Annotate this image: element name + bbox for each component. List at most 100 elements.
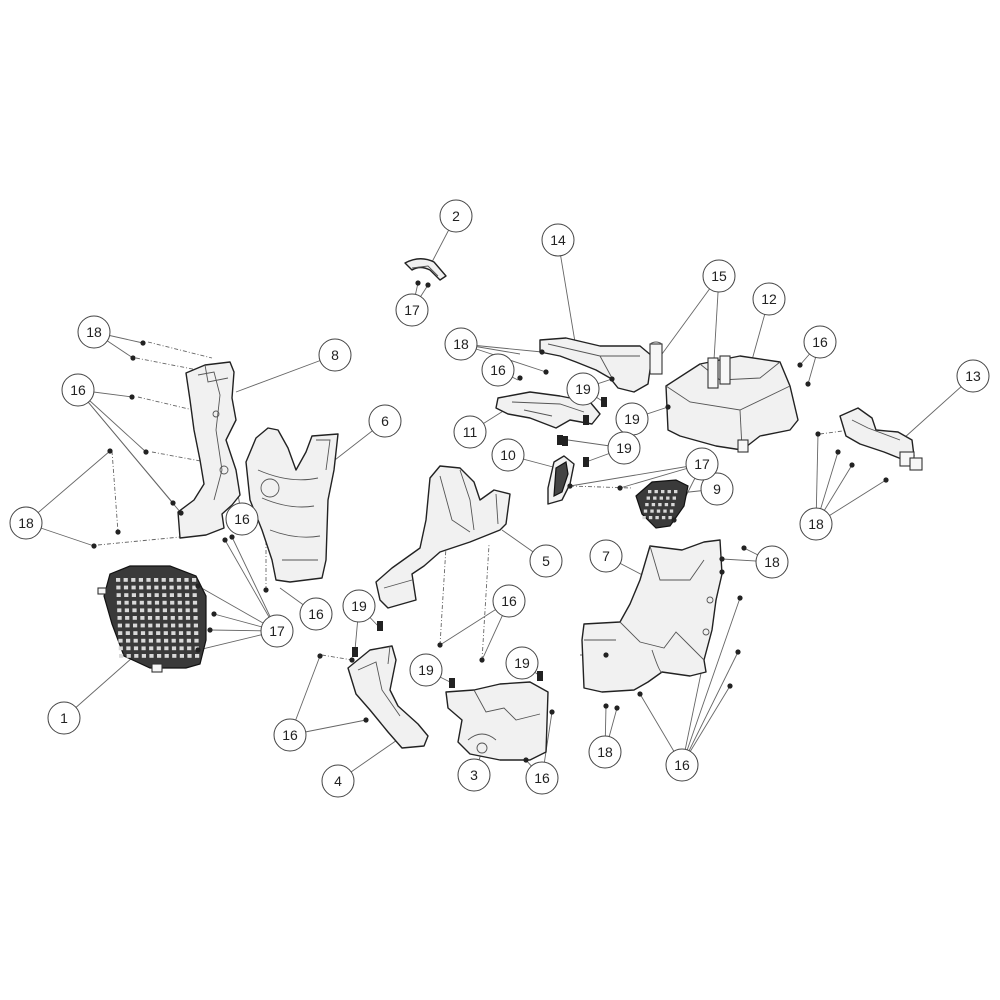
callout-label: 12 [761,291,777,307]
callout-label: 16 [812,334,828,350]
callout-label: 19 [514,655,530,671]
grille-slot [185,593,190,597]
grille-slot [192,593,197,597]
grille-slot [154,585,159,590]
callout-label: 9 [713,481,721,497]
grille-slot [186,631,191,635]
grille-slot [133,638,138,643]
callout-19: 19 [615,402,649,436]
callout-16: 16 [492,584,526,618]
grille-slot [139,600,144,605]
part-12-storage-box [665,355,799,453]
grille-slot [118,638,123,643]
grille-slot [132,600,137,605]
screw-icon [671,517,677,523]
screw-icon [609,376,615,382]
grille-slot [162,608,167,613]
callout-19: 19 [607,431,641,465]
screw-icon [883,477,889,483]
grille-slot [155,623,160,628]
screw-icon [363,717,369,723]
grille-slot [643,509,648,513]
part-1-grille [97,565,207,673]
callout-1: 1 [47,701,81,735]
grille-slot [193,608,198,613]
screw-icon [115,529,121,535]
grille-slot [149,646,154,651]
grille-slot [172,654,177,658]
screw-icon [737,595,743,601]
grille-slot [149,654,154,658]
grille-slot [170,600,175,605]
grille-slot [124,608,129,613]
grille-slot [163,623,168,628]
grille-slot [195,654,200,658]
grille-slot [123,585,129,590]
callout-label: 16 [490,362,506,378]
callout-16: 16 [225,502,259,536]
screw-icon [614,705,620,711]
grille-slot [117,623,122,628]
grille-slot [664,503,669,507]
callout-label: 11 [463,424,478,440]
screw-icon [665,404,671,410]
callout-label: 19 [351,598,367,614]
grille-slot [140,616,145,620]
grille-slot [179,646,184,651]
grille-slot [140,608,145,613]
screw-icon [207,627,213,633]
callout-label: 19 [624,411,640,427]
callout-label: 14 [550,232,566,248]
callout-label: 5 [542,553,550,569]
grille-slot [184,578,189,582]
grille-slot [163,631,168,635]
grille-slot [656,509,661,513]
callout-9: 9 [700,472,734,506]
grille-slot [661,516,666,520]
callout-label: 16 [282,727,298,743]
grille-slot [655,516,659,520]
screw-icon [567,483,573,489]
grille-slot [125,623,130,628]
callout-label: 17 [694,456,710,472]
callout-label: 18 [18,515,34,531]
grille-slot [131,593,136,597]
screw-icon [603,652,609,658]
callout-11: 11 [453,415,487,449]
clip-icon [352,647,358,657]
part-9-small-grille [635,479,689,529]
callout-label: 7 [602,548,610,564]
grille-slot [146,585,151,590]
grille-slot [147,608,152,613]
callout-label: 18 [764,554,780,570]
screw-icon [539,349,545,355]
grille-slot [177,600,182,605]
grille-slot [653,496,657,500]
callout-label: 10 [500,447,516,463]
screw-icon [617,485,623,491]
screw-icon [317,653,323,659]
callout-label: 19 [418,662,434,678]
grille-slot [164,646,169,651]
callout-10: 10 [491,438,525,472]
grille-slot [177,585,182,590]
grille-slot [178,608,183,613]
screw-icon [805,381,811,387]
grille-slot [118,646,123,651]
callout-16: 16 [61,373,95,407]
fasteners [91,280,889,763]
grille-slot [674,490,678,494]
grille-slot [671,503,675,507]
callout-label: 16 [501,593,517,609]
callout-16: 16 [299,597,333,631]
grille-slot [654,490,658,494]
screw-icon [415,280,421,286]
grille-slot [131,585,136,590]
callout-18: 18 [588,735,622,769]
screw-icon [129,394,135,400]
grille-slot [648,516,653,520]
callout-18: 18 [444,327,478,361]
screw-icon [425,282,431,288]
grille-slot [126,638,131,643]
